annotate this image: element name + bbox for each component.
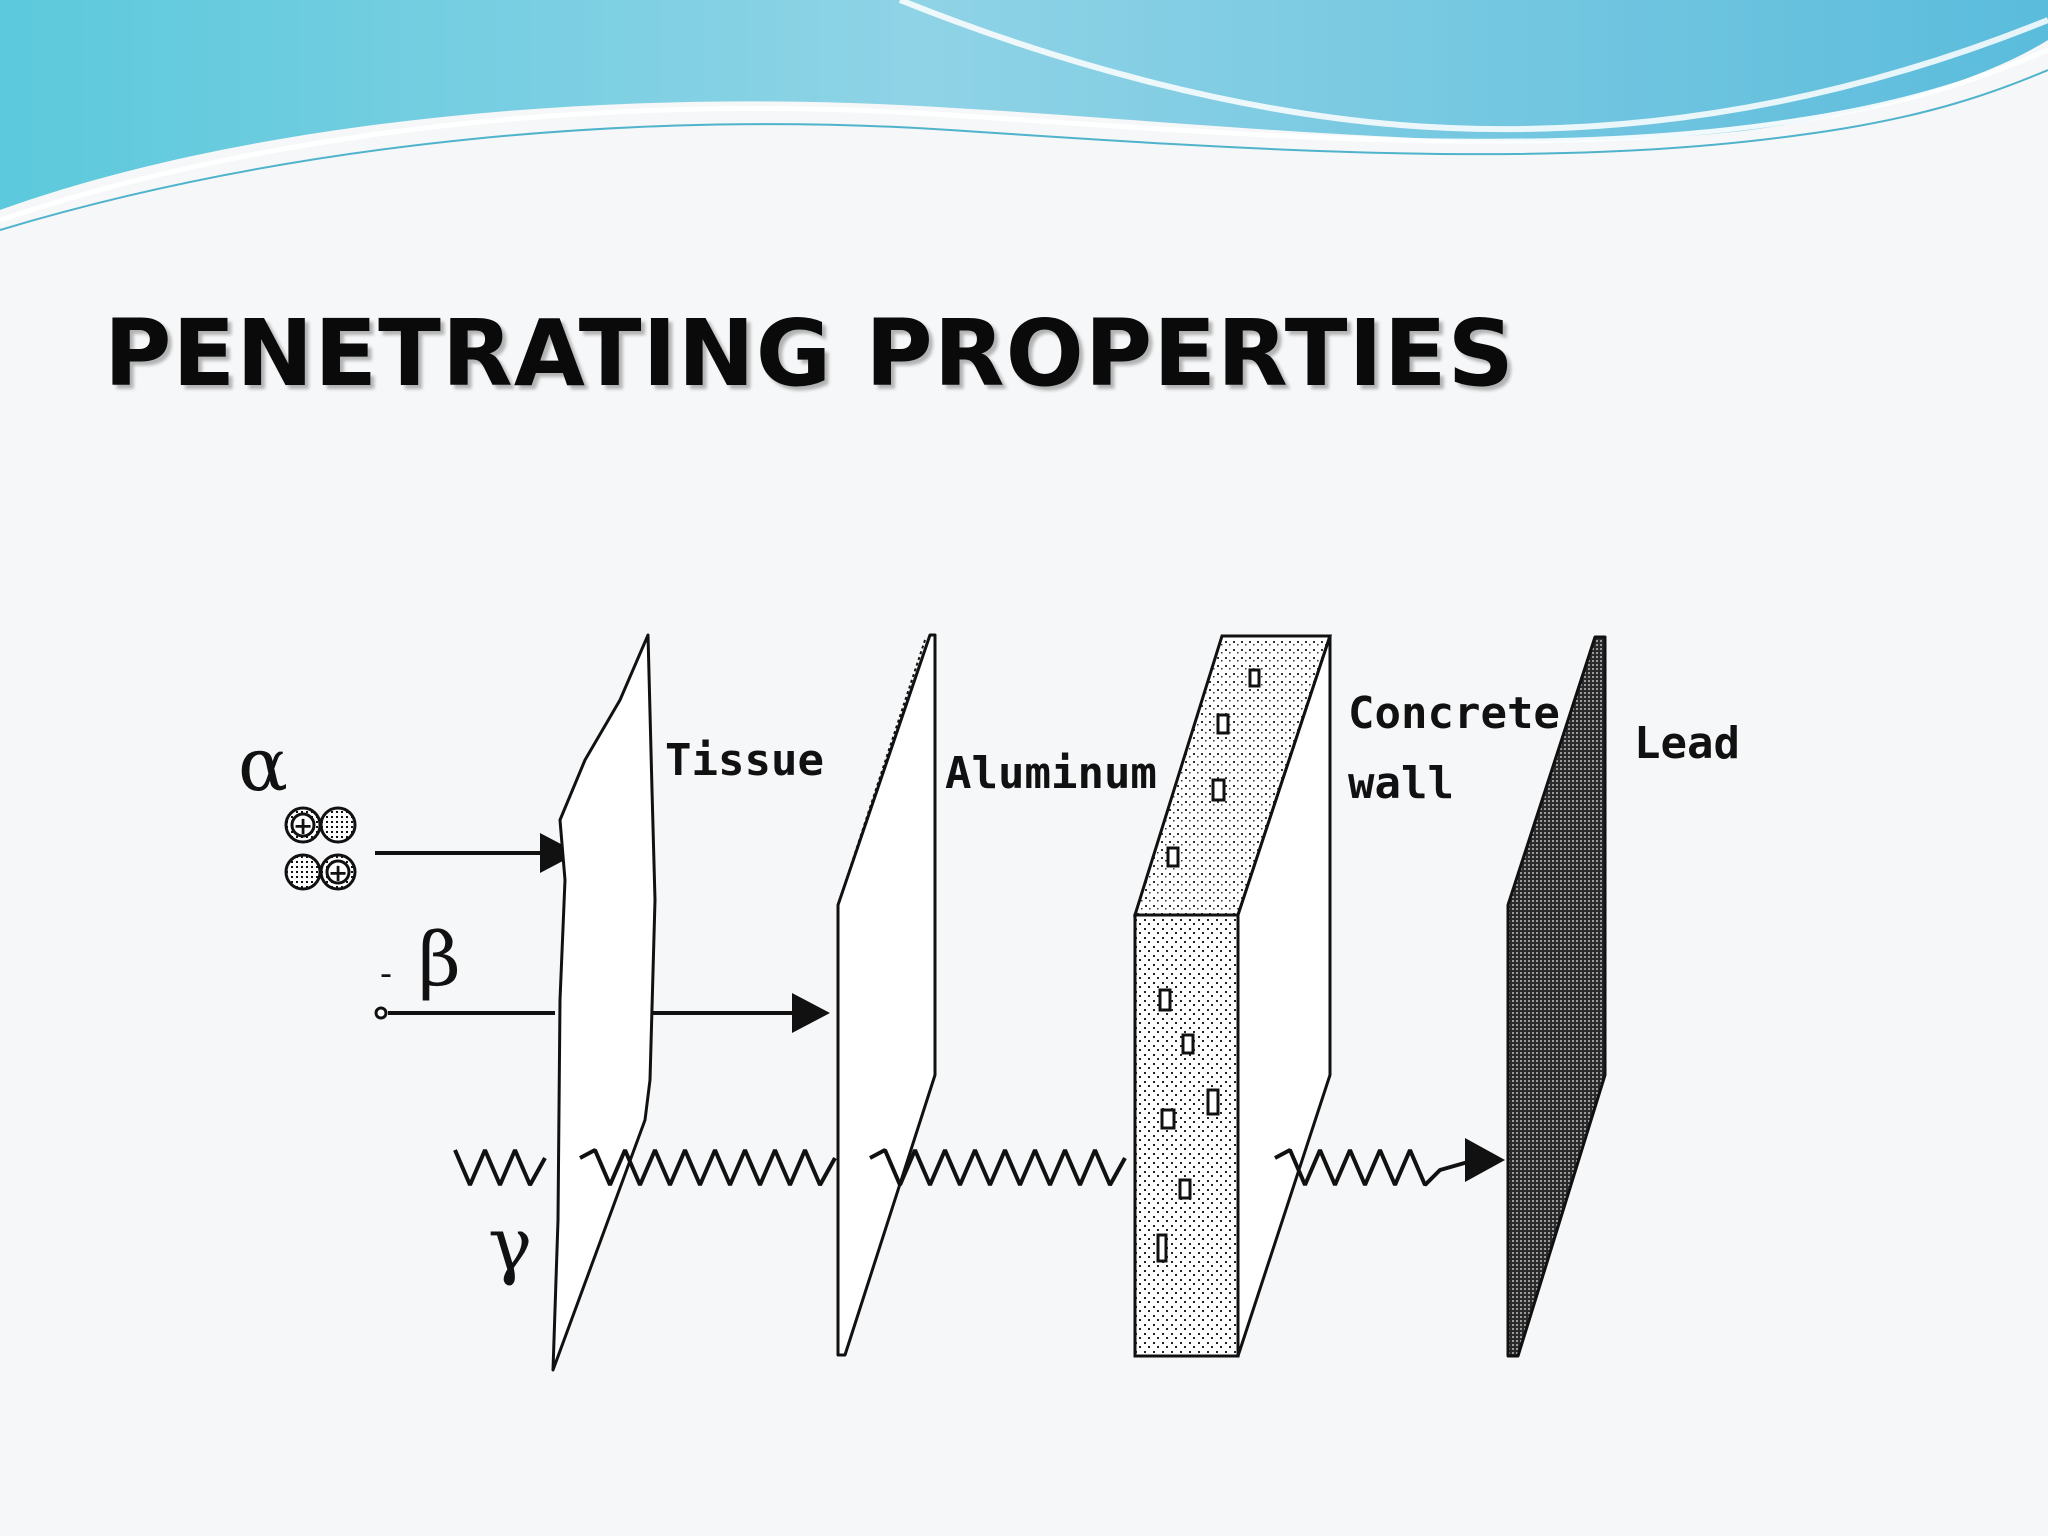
concrete-wall-barrier	[1132, 634, 1333, 1358]
helium-nucleus-icon	[284, 806, 357, 891]
beta-symbol: β	[418, 917, 461, 1003]
aluminum-edge	[837, 636, 927, 906]
header-wave-decoration	[0, 0, 2048, 231]
tissue-label: Tissue	[665, 735, 824, 786]
wave-icon	[453, 1148, 1476, 1187]
gamma-arrowhead	[1465, 1138, 1505, 1182]
beta-arrowhead	[792, 993, 830, 1033]
concrete-label-line2: wall	[1348, 758, 1454, 809]
alpha-arrowhead	[540, 833, 578, 873]
alpha-charge-2: +	[328, 859, 348, 887]
slide-title: PENETRATING PROPERTIES	[104, 300, 1515, 407]
lead-label: Lead	[1634, 718, 1740, 769]
electron-icon	[374, 1006, 388, 1020]
alpha-symbol: α	[238, 722, 288, 808]
lead-barrier	[1506, 635, 1607, 1358]
electron-charge: -	[380, 954, 392, 994]
aluminum-label: Aluminum	[945, 748, 1157, 799]
gamma-symbol: γ	[488, 1202, 532, 1288]
aluminum-barrier	[836, 633, 937, 1357]
alpha-charge-1: +	[293, 812, 313, 840]
tissue-barrier	[551, 633, 657, 1372]
concrete-label-line1: Concrete	[1348, 688, 1560, 739]
